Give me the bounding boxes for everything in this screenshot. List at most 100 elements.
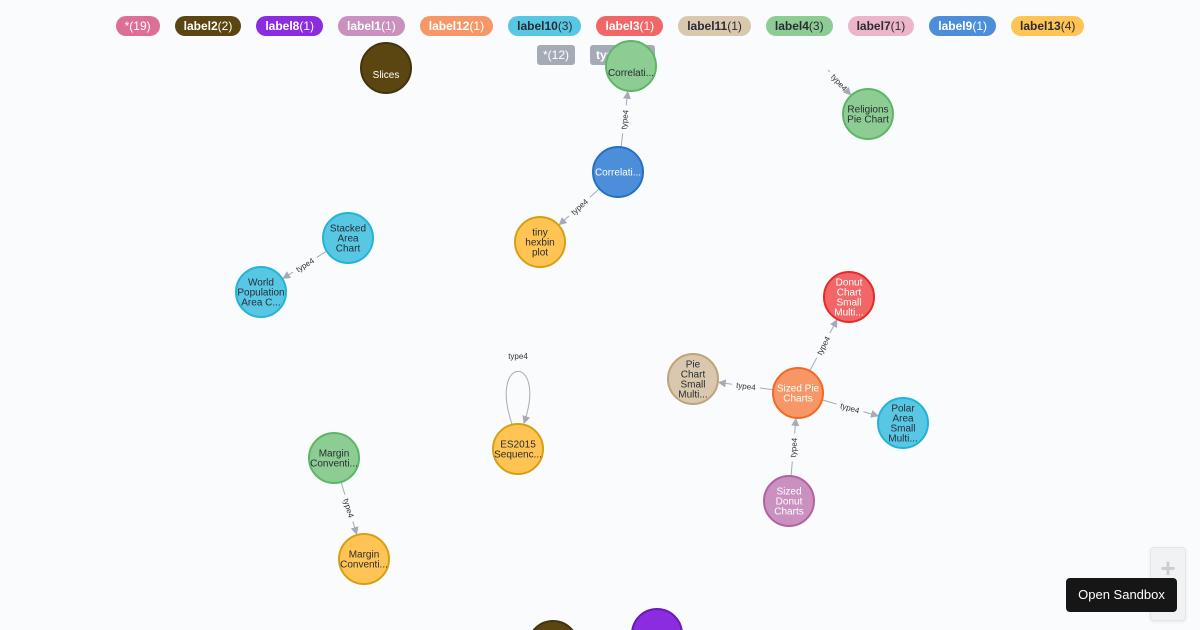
relationship-edge[interactable]: type4 [558, 188, 600, 226]
zoom-in-icon[interactable]: + [1160, 553, 1176, 583]
graph-node[interactable]: ES2015Sequenc... [492, 423, 544, 475]
node-caption: Pie Chart [847, 115, 889, 126]
node-circle[interactable] [605, 40, 657, 92]
node-caption: Donut [836, 278, 863, 289]
edge-label: type4 [839, 401, 861, 415]
label-pill-label11[interactable]: label11(1) [678, 16, 751, 36]
graph-node[interactable]: DonutChartSmallMulti... [823, 271, 875, 323]
node-circle[interactable] [877, 397, 929, 449]
pill-name: * [124, 19, 130, 33]
label-pill-label3[interactable]: label3(1) [596, 16, 664, 36]
label-pill-label13[interactable]: label13(4) [1011, 16, 1085, 36]
node-circle[interactable] [338, 533, 390, 585]
node-circle[interactable] [763, 475, 815, 527]
node-caption: tiny [532, 228, 548, 239]
relationship-edge[interactable]: type4 [827, 69, 852, 96]
relationship-edge[interactable]: type4 [789, 417, 800, 477]
node-caption: World [248, 278, 274, 289]
node-circle[interactable] [322, 212, 374, 264]
edge-label: type4 [789, 437, 800, 458]
relationship-edge[interactable]: type4 [505, 352, 531, 425]
node-caption: Chart [837, 288, 862, 299]
graph-node[interactable]: Correlati... [592, 146, 644, 198]
pill-count: (4) [1060, 19, 1076, 33]
relationship-edge[interactable]: type4 [821, 399, 879, 418]
graph-node[interactable]: Slices [360, 42, 412, 94]
pill-count: (3) [557, 19, 573, 33]
label-pill-label7[interactable]: label7(1) [847, 16, 915, 36]
edges-layer: type4 type4 type4 type4 type4 type4 type4 type4… [282, 69, 879, 536]
edge-label: type4 [569, 197, 590, 217]
label-pill-label10[interactable]: label10(3) [508, 16, 582, 36]
node-caption: Charts [783, 394, 812, 405]
relationship-edge[interactable]: type4 [340, 481, 359, 536]
relationship-edge[interactable]: type4 [282, 250, 328, 279]
node-circle[interactable] [667, 353, 719, 405]
pill-count: (12) [547, 48, 570, 62]
node-circle[interactable] [772, 367, 824, 419]
edge-label: type4 [508, 352, 528, 361]
node-caption: Small [836, 298, 861, 309]
graph-node[interactable]: PieChartSmallMulti... [667, 353, 719, 405]
pill-name: label13 [1020, 19, 1061, 33]
node-caption: Margin [349, 550, 380, 561]
node-caption: Area [337, 234, 359, 245]
graph-node[interactable]: PolarAreaSmallMulti... [877, 397, 929, 449]
pill-name: label2 [183, 19, 218, 33]
node-caption: Religions [847, 105, 888, 116]
node-caption: Charts [774, 507, 803, 518]
node-circle[interactable] [308, 432, 360, 484]
relationship-edge[interactable]: type4 [619, 90, 631, 148]
pill-name: label7 [856, 19, 891, 33]
relationship-edge[interactable]: type4 [809, 319, 838, 372]
node-circle[interactable] [360, 42, 412, 94]
pill-name: label1 [347, 19, 382, 33]
node-circle[interactable] [631, 608, 683, 630]
pill-count: (1) [727, 19, 742, 33]
label-pill-label12[interactable]: label12(1) [419, 16, 494, 36]
node-circle[interactable] [235, 266, 287, 318]
open-sandbox-button[interactable]: Open Sandbox [1066, 578, 1177, 612]
graph-node[interactable]: MarginConventi... [338, 533, 390, 585]
pill-name: label4 [774, 19, 809, 33]
graph-node[interactable]: Correlati... [605, 40, 657, 92]
node-circle[interactable] [592, 146, 644, 198]
node-circle[interactable] [514, 216, 566, 268]
graph-node[interactable]: Chicag... [631, 608, 683, 630]
pill-count: (19) [129, 19, 151, 33]
node-circle[interactable] [823, 271, 875, 323]
pill-name: label10 [517, 19, 558, 33]
node-caption: Stacked [330, 224, 366, 235]
node-caption: Conventi... [310, 459, 358, 470]
node-circle[interactable] [842, 88, 894, 140]
label-pill-label2[interactable]: label2(2) [174, 16, 242, 36]
node-caption: Chart [681, 370, 706, 381]
edge-label: type4 [294, 256, 316, 274]
label-pill-label9[interactable]: label9(1) [929, 16, 996, 36]
node-caption: Correlati... [595, 168, 641, 179]
node-circle[interactable] [528, 620, 578, 630]
label-pill-label1[interactable]: label1(1) [338, 16, 405, 36]
pill-count: (1) [890, 19, 906, 33]
type-pill-all[interactable]: *(12) [537, 45, 576, 65]
graph-node[interactable] [528, 620, 578, 630]
graph-node[interactable]: MarginConventi... [308, 432, 360, 484]
node-circle[interactable] [492, 423, 544, 475]
label-pill-all[interactable]: *(19) [115, 16, 160, 36]
label-pill-label4[interactable]: label4(3) [765, 16, 833, 36]
edge-label: type4 [341, 497, 355, 519]
node-caption: Multi... [888, 434, 917, 445]
pill-count: (1) [639, 19, 655, 33]
pill-name: * [543, 48, 548, 62]
label-pill-label8[interactable]: label8(1) [256, 16, 324, 36]
pill-count: (2) [217, 19, 233, 33]
relationship-edge[interactable]: type4 [717, 379, 774, 393]
